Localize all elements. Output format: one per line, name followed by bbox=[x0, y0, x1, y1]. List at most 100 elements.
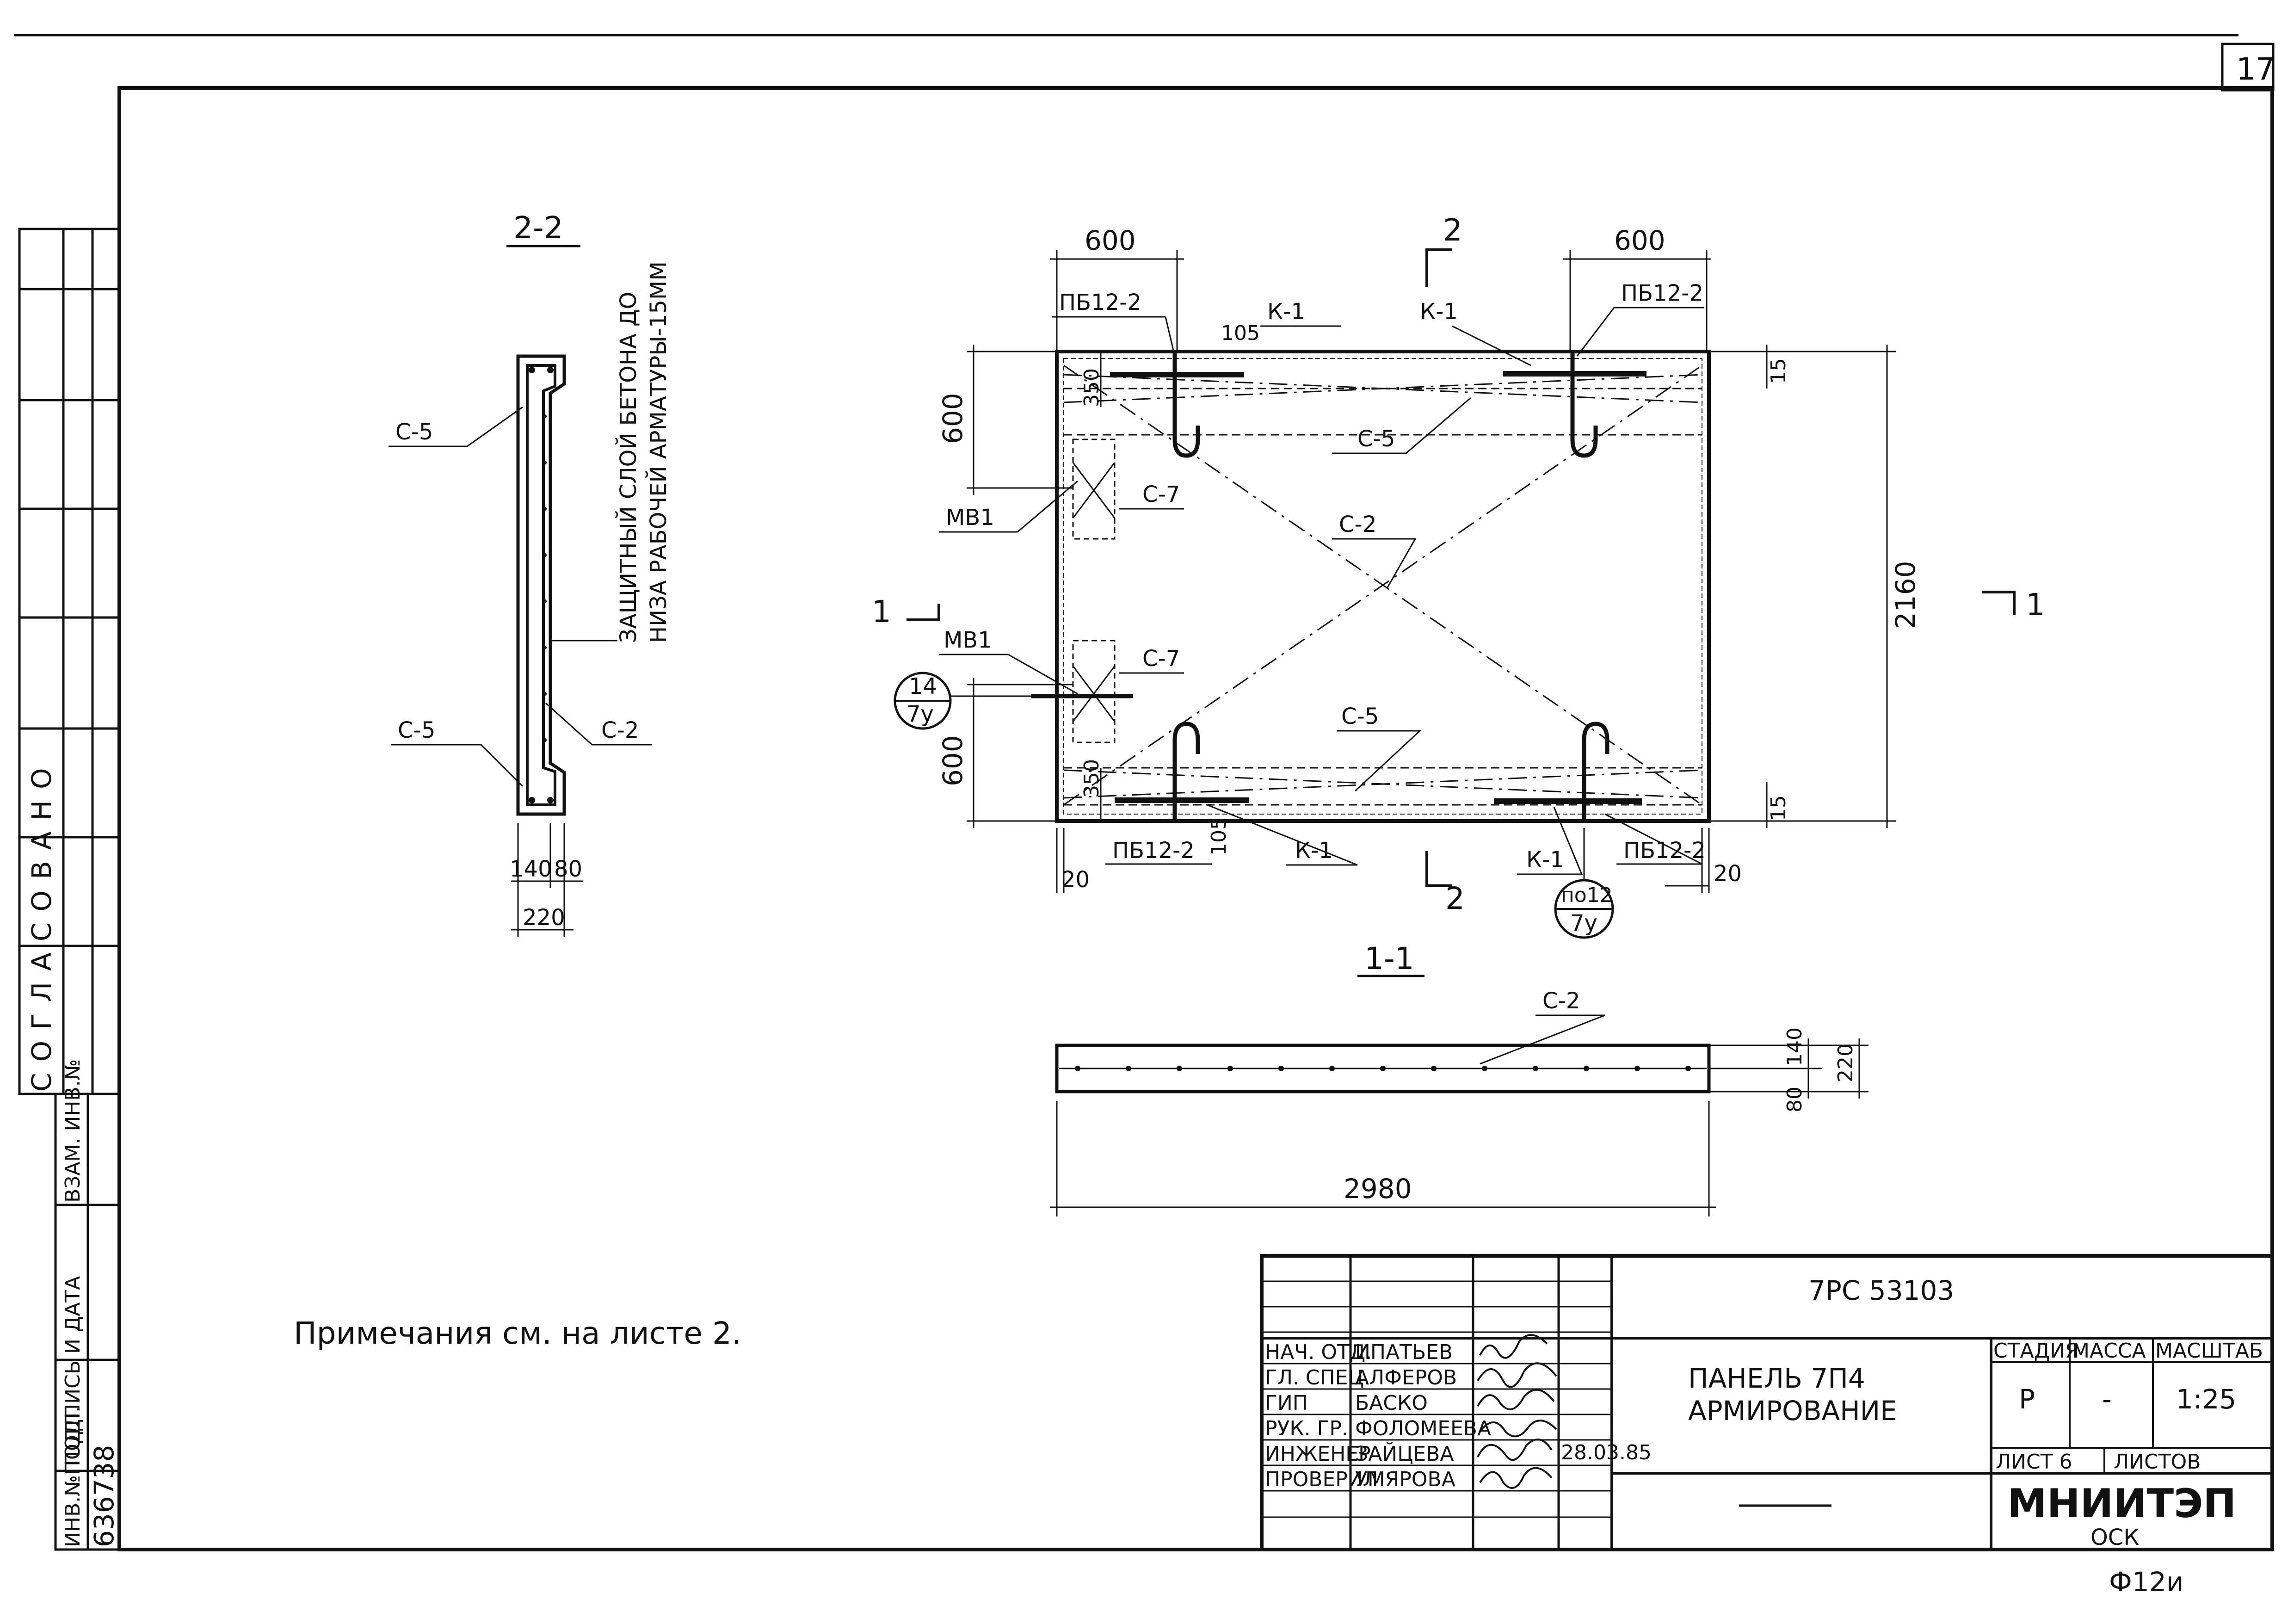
section-2-2: 2-2 ЗАЩИТНЫЙ СЛОЙ БЕТОНА ДО НИЗА РАБОЧЕЙ… bbox=[388, 210, 672, 937]
name-3: ФОЛОМЕЕВА bbox=[1355, 1417, 1491, 1440]
label-c5-bottom: С-5 bbox=[398, 717, 435, 743]
label-c7-bottom: С-7 bbox=[1142, 646, 1180, 672]
dim-220: 220 bbox=[523, 905, 565, 931]
callout-po12 bbox=[1554, 828, 1614, 939]
section-1-1: 1-1 С-2 80 140 220 2980 bbox=[1050, 941, 1868, 1216]
profile-outline bbox=[516, 354, 566, 816]
label-k1-tl: К-1 bbox=[1267, 299, 1305, 325]
cover-note-line2: НИЗА РАБОЧЕЙ АРМАТУРЫ-15ММ bbox=[645, 261, 672, 643]
role-3: РУК. ГР. bbox=[1265, 1417, 1348, 1440]
dim-15-bottom: 15 bbox=[1767, 795, 1790, 821]
plan-view: 600 600 2 2 1 1 ПБ12-2 К-1 105 К-1 ПБ12-… bbox=[872, 212, 2045, 939]
label-pb-tl: ПБ12-2 bbox=[1059, 290, 1141, 315]
dim-600-right: 600 bbox=[1614, 225, 1665, 256]
callout-left-bottom: 7у bbox=[906, 701, 934, 727]
dim-140: 140 bbox=[510, 856, 552, 882]
label-pb-bl: ПБ12-2 bbox=[1112, 838, 1195, 864]
stage-header: СТАДИЯ bbox=[1993, 1339, 2079, 1363]
org-name: МНИИТЭП bbox=[2007, 1481, 2236, 1527]
name-0: ИПАТЬЕВ bbox=[1355, 1340, 1453, 1364]
right-dims bbox=[1709, 345, 1896, 828]
left-dims bbox=[967, 345, 1102, 828]
agreed-vertical-label: СОГЛАСОВАНО bbox=[26, 757, 57, 1092]
dim-105-bottom: 105 bbox=[1207, 817, 1231, 856]
label-c2: С-2 bbox=[1339, 512, 1376, 537]
top-dims bbox=[1050, 250, 1711, 352]
role-1: ГЛ. СПЕЦ. bbox=[1265, 1366, 1370, 1389]
cut-1-left: 1 bbox=[872, 594, 891, 630]
section-2-2-title: 2-2 bbox=[513, 210, 563, 246]
signatures bbox=[1477, 1334, 1557, 1489]
label-c7-top: С-7 bbox=[1142, 482, 1180, 507]
role-0: НАЧ. ОТД. bbox=[1265, 1340, 1372, 1364]
section-1-1-rebar bbox=[1075, 1066, 1691, 1071]
name-5: УМЯРОВА bbox=[1355, 1468, 1455, 1491]
drawing-title-line2: АРМИРОВАНИЕ bbox=[1688, 1395, 1897, 1426]
left-margin-table bbox=[18, 228, 121, 1551]
title-block-roles: НАЧ. ОТД. ИПАТЬЕВ ГЛ. СПЕЦ. АЛФЕРОВ ГИП … bbox=[1265, 1340, 1491, 1491]
scale-value: 1:25 bbox=[2176, 1383, 2236, 1415]
callout-right-bottom: 7у bbox=[1570, 910, 1597, 936]
loop-br bbox=[1582, 722, 1610, 821]
label-mv1-bottom: МВ1 bbox=[944, 627, 992, 653]
cut-1-right: 1 bbox=[2026, 587, 2045, 623]
dim-2980: 2980 bbox=[1344, 1173, 1412, 1204]
label-c5-bottom: С-5 bbox=[1341, 704, 1379, 729]
stamp-code: Ф12и bbox=[2109, 1566, 2183, 1598]
embedded-parts bbox=[1031, 438, 1133, 743]
sign-date-label: ПОДПИСЬ И ДАТА bbox=[61, 1276, 85, 1466]
sheets-label: ЛИСТОВ bbox=[2114, 1450, 2201, 1474]
panel-outline bbox=[1055, 350, 1711, 823]
label-mv1-top: МВ1 bbox=[946, 505, 994, 531]
lifting-loops bbox=[1172, 352, 1610, 821]
dim-80: 80 bbox=[554, 856, 582, 882]
section-1-1-title: 1-1 bbox=[1364, 941, 1414, 976]
name-1: АЛФЕРОВ bbox=[1355, 1366, 1457, 1389]
mass-header: МАССА bbox=[2072, 1339, 2146, 1363]
cut-2-bottom: 2 bbox=[1445, 881, 1465, 916]
label-c5-top: С-5 bbox=[1357, 426, 1395, 452]
callout-14 bbox=[894, 672, 1036, 730]
role-4: ИНЖЕНЕР bbox=[1265, 1442, 1371, 1466]
section-2-2-dims bbox=[511, 823, 583, 937]
rebar-dots bbox=[529, 367, 554, 803]
inv-orig-label: ИНВ.№ПОДЛ. bbox=[61, 1406, 85, 1547]
signature-date: 28.03.85 bbox=[1561, 1441, 1652, 1464]
dim-600-side-top: 600 bbox=[937, 393, 968, 444]
callout-right-top: по12 bbox=[1561, 883, 1613, 907]
dim-80: 80 bbox=[1783, 1087, 1807, 1112]
page-number: 17 bbox=[2236, 51, 2275, 87]
dim-20-left: 20 bbox=[1061, 867, 1090, 893]
label-k1-br: К-1 bbox=[1526, 847, 1564, 873]
callout-left-top: 14 bbox=[909, 673, 937, 699]
dim-350-bottom: 350 bbox=[1080, 759, 1104, 798]
label-pb-tr: ПБ12-2 bbox=[1621, 280, 1703, 306]
role-5: ПРОВЕРИЛ bbox=[1265, 1468, 1378, 1491]
drawing-title-line1: ПАНЕЛЬ 7П4 bbox=[1688, 1363, 1865, 1394]
cut-1-markers bbox=[906, 591, 2016, 621]
cover-note-line1: ЗАЩИТНЫЙ СЛОЙ БЕТОНА ДО bbox=[615, 292, 641, 643]
dim-600-left: 600 bbox=[1085, 225, 1136, 256]
label-c2: С-2 bbox=[601, 717, 639, 743]
dim-350-top: 350 bbox=[1080, 368, 1104, 407]
notes-text: Примечания см. на листе 2. bbox=[294, 1315, 741, 1351]
bottom-20-dims bbox=[1056, 828, 1710, 893]
dim-220: 220 bbox=[1834, 1044, 1857, 1082]
role-2: ГИП bbox=[1265, 1391, 1308, 1415]
drawing-code: 7РС 53103 bbox=[1808, 1275, 1954, 1306]
dim-20-right: 20 bbox=[1714, 861, 1742, 887]
dim-105-top: 105 bbox=[1221, 321, 1260, 345]
loop-bl bbox=[1172, 722, 1200, 821]
length-dim bbox=[1050, 1101, 1716, 1216]
section-1-1-height-dims bbox=[1709, 1038, 1868, 1099]
org-sub: ОСК bbox=[2090, 1525, 2139, 1550]
label-c2: С-2 bbox=[1542, 988, 1580, 1014]
reinforcement-cage bbox=[526, 364, 556, 806]
loop-tl bbox=[1172, 352, 1200, 458]
scale-header: МАСШТАБ bbox=[2155, 1339, 2263, 1363]
loop-tr bbox=[1570, 352, 1598, 458]
inv-replace-label: ВЗАМ. ИНВ.№ bbox=[61, 1059, 85, 1203]
sheet-label: ЛИСТ 6 bbox=[1996, 1450, 2072, 1474]
name-2: БАСКО bbox=[1355, 1391, 1428, 1415]
